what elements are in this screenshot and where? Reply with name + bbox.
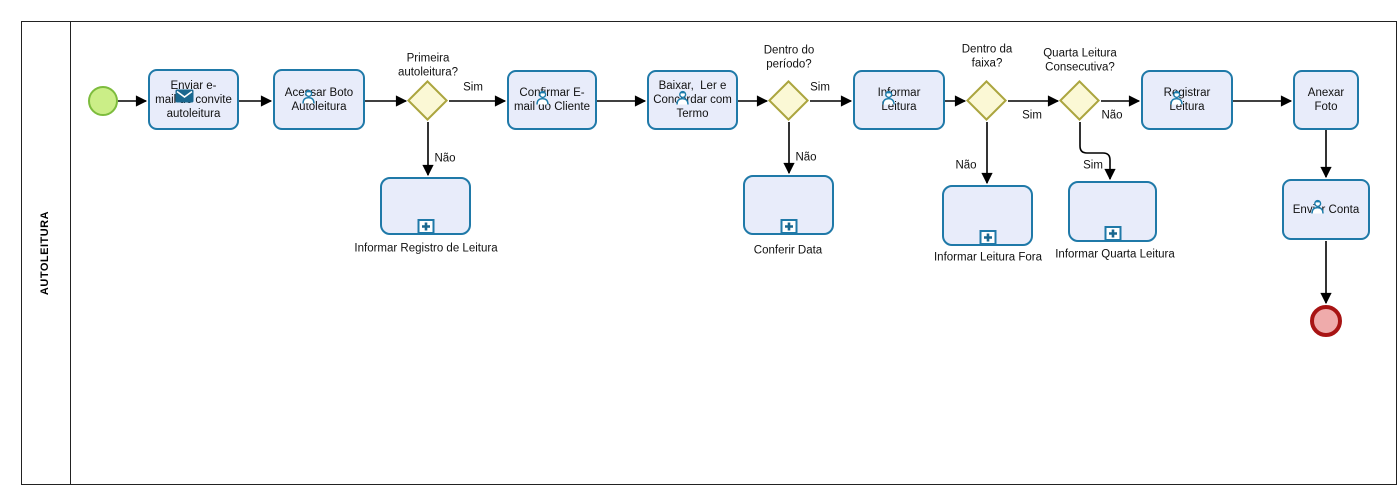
flow-label-nao: Não: [955, 159, 977, 172]
flow-label-sim: Sim: [810, 81, 830, 94]
end-event[interactable]: [1310, 305, 1342, 337]
gateway-label: Primeira autoleitura?: [397, 52, 459, 79]
task-enviar-email-convite[interactable]: Enviar e- mail de convite autoleitura: [148, 69, 239, 130]
flow-label-nao: Não: [1101, 109, 1123, 122]
subprocess-label: Informar Leitura Fora: [933, 251, 1043, 264]
task-registrar-leitura[interactable]: Registrar Leitura: [1141, 70, 1233, 130]
subprocess-informar-registro[interactable]: [380, 177, 471, 235]
flow-label-nao: Não: [434, 152, 456, 165]
user-icon: [1149, 76, 1185, 124]
flow-label-sim: Sim: [1022, 109, 1042, 122]
user-icon: [281, 75, 317, 123]
plus-icon: [1104, 226, 1121, 241]
task-acessar-boto[interactable]: Acessar Boto Autoleitura: [273, 69, 365, 130]
task-confirmar-email[interactable]: Confirmar E- mail do Cliente: [507, 70, 597, 130]
flow-label-nao: Não: [795, 151, 817, 164]
start-event[interactable]: [88, 86, 118, 116]
user-icon: [861, 76, 897, 124]
gateway-label: Dentro da faixa?: [961, 43, 1013, 70]
user-icon: [655, 76, 691, 124]
task-informar-leitura[interactable]: Informar Leitura: [853, 70, 945, 130]
flow-label-sim: Sim: [1083, 159, 1103, 172]
task-enviar-conta[interactable]: Enviar Conta: [1282, 179, 1370, 240]
gateway-label: Dentro do período?: [763, 44, 815, 71]
subprocess-label: Conferir Data: [753, 244, 823, 257]
mail-send-icon: [156, 75, 194, 121]
flow-gw-quarta-sim: [1079, 122, 1116, 181]
task-anexar-foto[interactable]: Anexar Foto: [1293, 70, 1359, 130]
plus-icon: [780, 219, 797, 234]
flow-label-sim: Sim: [463, 81, 483, 94]
subprocess-informar-leitura-fora[interactable]: [942, 185, 1033, 246]
pool-autoleitura: [21, 21, 1397, 485]
task-label: Anexar Foto: [1307, 87, 1345, 113]
subprocess-label: Informar Quarta Leitura: [1055, 248, 1175, 261]
subprocess-informar-quarta-leitura[interactable]: [1068, 181, 1157, 242]
subprocess-label: Informar Registro de Leitura: [354, 242, 498, 255]
user-icon: [515, 76, 551, 124]
plus-icon: [979, 230, 996, 245]
subprocess-conferir-data[interactable]: [743, 175, 834, 235]
gateway-label: Quarta Leitura Consecutiva?: [1043, 47, 1117, 74]
plus-icon: [417, 219, 434, 234]
lane-header[interactable]: AUTOLEITURA: [21, 21, 71, 485]
user-icon: [1290, 185, 1326, 233]
task-baixar-termo[interactable]: Baixar, Ler e Concordar com Termo: [647, 70, 738, 130]
